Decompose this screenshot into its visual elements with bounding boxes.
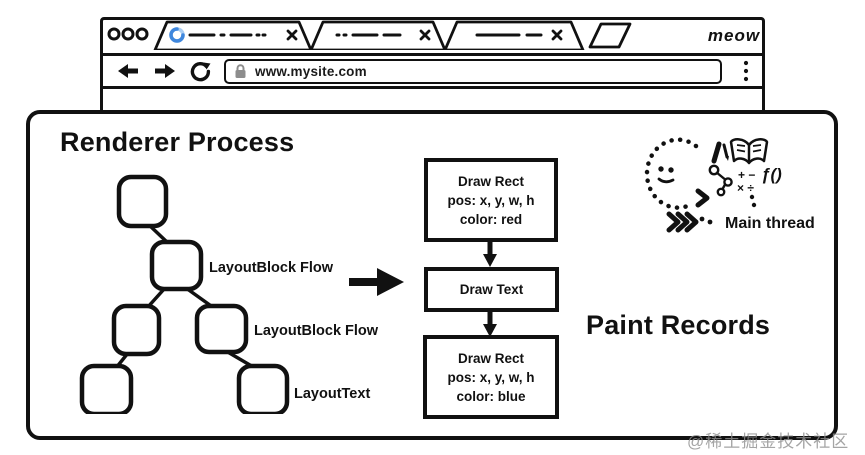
math-symbols-top: + − — [738, 168, 755, 182]
tree-node-label: LayoutBlock Flow — [209, 260, 334, 276]
new-tab-button[interactable] — [588, 22, 632, 49]
flow-arrow-icon — [349, 268, 404, 296]
back-icon[interactable] — [116, 61, 140, 81]
browser-window: meow www.mysite.com — [100, 17, 765, 122]
window-controls-icon[interactable] — [107, 27, 149, 41]
tab-loading-spinner-arc — [169, 27, 185, 43]
paint-record-box: Draw Rect pos: x, y, w, h color: red — [424, 158, 558, 242]
tree-node-label: LayoutText — [294, 386, 370, 402]
pencil-ruler-icon — [711, 141, 729, 164]
watermark: @稀土掘金技术社区 — [687, 432, 850, 451]
tree-node — [149, 239, 204, 292]
down-arrow-icon — [483, 242, 497, 267]
tree-node — [116, 174, 169, 229]
menu-icon[interactable] — [743, 60, 749, 82]
navigation-bar: www.mysite.com — [103, 56, 762, 89]
math-symbols-bottom: × ÷ — [737, 181, 754, 195]
paint-record-line: pos: x, y, w, h — [447, 192, 535, 208]
paint-record-box: Draw Rect pos: x, y, w, h color: blue — [423, 335, 559, 419]
main-thread-doodle: + − × ÷ ƒ() Main thread — [644, 137, 815, 233]
paint-record-line: color: blue — [456, 388, 526, 404]
paint-record-line: Draw Rect — [457, 350, 525, 366]
tab-1[interactable] — [153, 20, 313, 50]
lock-icon — [235, 63, 246, 78]
tree-node — [194, 303, 249, 355]
renderer-process-panel: Renderer Process LayoutBlock Flow Layou — [26, 110, 838, 440]
tree-glyph-icon — [708, 164, 733, 197]
tree-node — [111, 303, 162, 357]
function-icon: ƒ() — [761, 165, 782, 184]
doodle-loop — [644, 137, 699, 210]
browser-brand: meow — [708, 26, 761, 45]
forward-icon[interactable] — [153, 61, 177, 81]
paint-record-line: Draw Text — [459, 282, 524, 297]
layout-tree: LayoutBlock Flow LayoutBlock Flow Layout… — [79, 174, 379, 414]
tab-3[interactable] — [443, 20, 585, 50]
paint-record-line: pos: x, y, w, h — [447, 369, 535, 385]
paint-record-line: Draw Rect — [457, 173, 525, 189]
panel-title: Renderer Process — [60, 127, 295, 157]
down-arrow-icon — [483, 312, 497, 337]
tree-node-label: LayoutBlock Flow — [254, 323, 379, 339]
url-text: www.mysite.com — [255, 63, 367, 79]
tab-bar: meow — [103, 20, 762, 56]
main-thread-label: Main thread — [725, 215, 815, 232]
smiley-face-icon — [657, 166, 675, 184]
tab-2[interactable] — [309, 20, 447, 50]
paint-records-title: Paint Records — [586, 310, 771, 340]
address-bar[interactable]: www.mysite.com — [224, 58, 722, 84]
tab-close-icon[interactable] — [286, 29, 298, 41]
paint-record-box: Draw Text — [424, 267, 559, 312]
tree-node — [236, 363, 290, 414]
chevron-tail-icon — [666, 188, 710, 233]
reload-icon[interactable] — [190, 61, 211, 82]
tab-close-icon[interactable] — [419, 29, 431, 41]
doodle-dots — [699, 194, 757, 225]
tree-node — [79, 363, 134, 414]
book-icon — [729, 138, 769, 165]
tab-close-icon[interactable] — [551, 29, 563, 41]
paint-record-line: color: red — [459, 211, 523, 227]
